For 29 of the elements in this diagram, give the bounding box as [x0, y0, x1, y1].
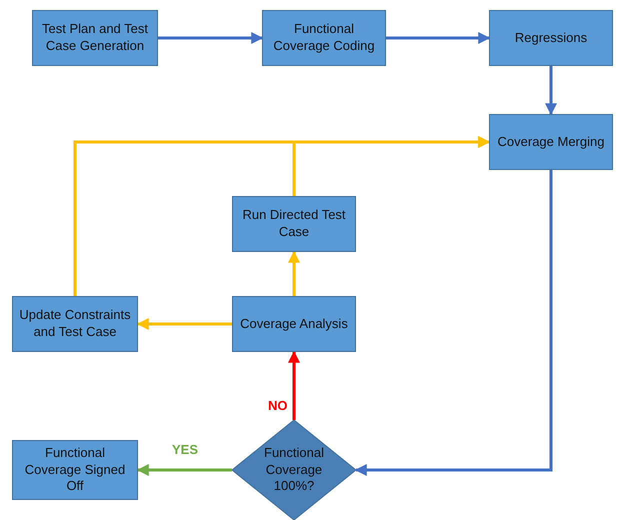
arrow: [354, 170, 552, 476]
node-label: Test Plan and Test Case Generation: [41, 21, 149, 55]
node-label: Run Directed Test Case: [241, 207, 347, 241]
process-box: [12, 296, 138, 352]
node-label: Functional Coverage Signed Off: [24, 444, 126, 496]
node-label: Coverage Analysis: [239, 316, 349, 332]
node-label: Coverage Merging: [496, 134, 606, 150]
node-label: Functional Coverage Coding: [272, 21, 376, 55]
arrow: [136, 318, 232, 330]
process-box: [32, 10, 158, 66]
process-box: [232, 196, 356, 252]
node-label: Regressions: [514, 30, 588, 46]
process-box: [12, 440, 138, 500]
arrow: [158, 32, 264, 44]
edge-label: NO: [266, 398, 290, 413]
arrow: [74, 136, 490, 296]
arrow: [288, 350, 300, 420]
arrow: [386, 32, 490, 44]
node-label: Functional Coverage 100%?: [263, 444, 325, 496]
edge-label: YES: [170, 442, 200, 457]
process-box: [262, 10, 386, 66]
arrow: [136, 464, 232, 476]
process-box: [489, 114, 613, 170]
arrow: [545, 66, 557, 116]
arrow: [288, 250, 300, 296]
decision-diamond: [232, 420, 356, 520]
process-box: [232, 296, 356, 352]
process-box: [489, 10, 613, 66]
node-label: Update Constraints and Test Case: [18, 307, 132, 341]
